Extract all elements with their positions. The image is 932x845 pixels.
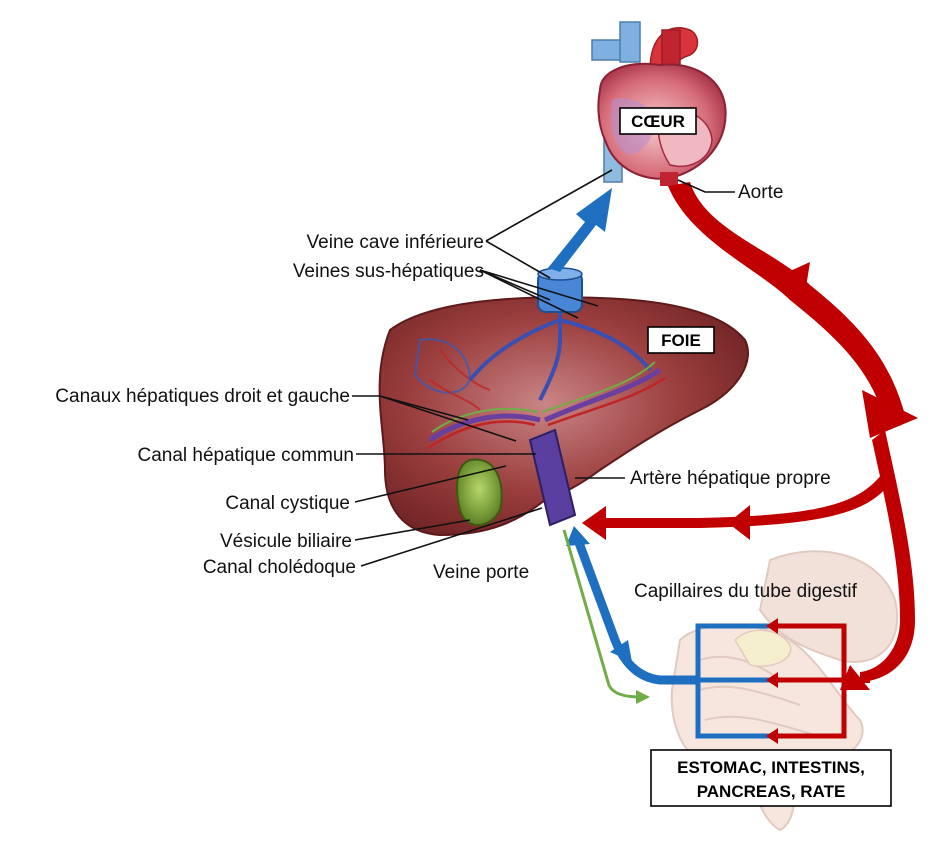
label-artere-hepatique: Artère hépatique propre: [630, 468, 831, 489]
digestive-organs-label-box: ESTOMAC, INTESTINS, PANCREAS, RATE: [651, 750, 891, 806]
svg-text:ESTOMAC, INTESTINS,: ESTOMAC, INTESTINS,: [677, 758, 865, 777]
heart-illustration: [592, 22, 726, 186]
label-canaux-hepatiques: Canaux hépatiques droit et gauche: [55, 386, 350, 407]
label-canal-choledoque: Canal cholédoque: [203, 557, 356, 578]
label-veine-cave: Veine cave inférieure: [307, 232, 484, 253]
label-canal-cystique: Canal cystique: [225, 493, 350, 514]
label-aorte: Aorte: [738, 182, 783, 203]
svg-text:FOIE: FOIE: [661, 331, 701, 350]
label-veines-sus-hepatiques: Veines sus-hépatiques: [293, 261, 484, 282]
svg-text:CŒUR: CŒUR: [631, 112, 685, 131]
svg-text:PANCREAS, RATE: PANCREAS, RATE: [697, 782, 846, 801]
label-veine-porte: Veine porte: [433, 562, 529, 583]
label-vesicule-biliaire: Vésicule biliaire: [220, 531, 352, 552]
heart-label-box: CŒUR: [620, 108, 696, 134]
label-capillaires: Capillaires du tube digestif: [634, 581, 858, 602]
label-canal-hepatique-commun: Canal hépatique commun: [137, 445, 354, 466]
liver-label-box: FOIE: [648, 327, 714, 353]
